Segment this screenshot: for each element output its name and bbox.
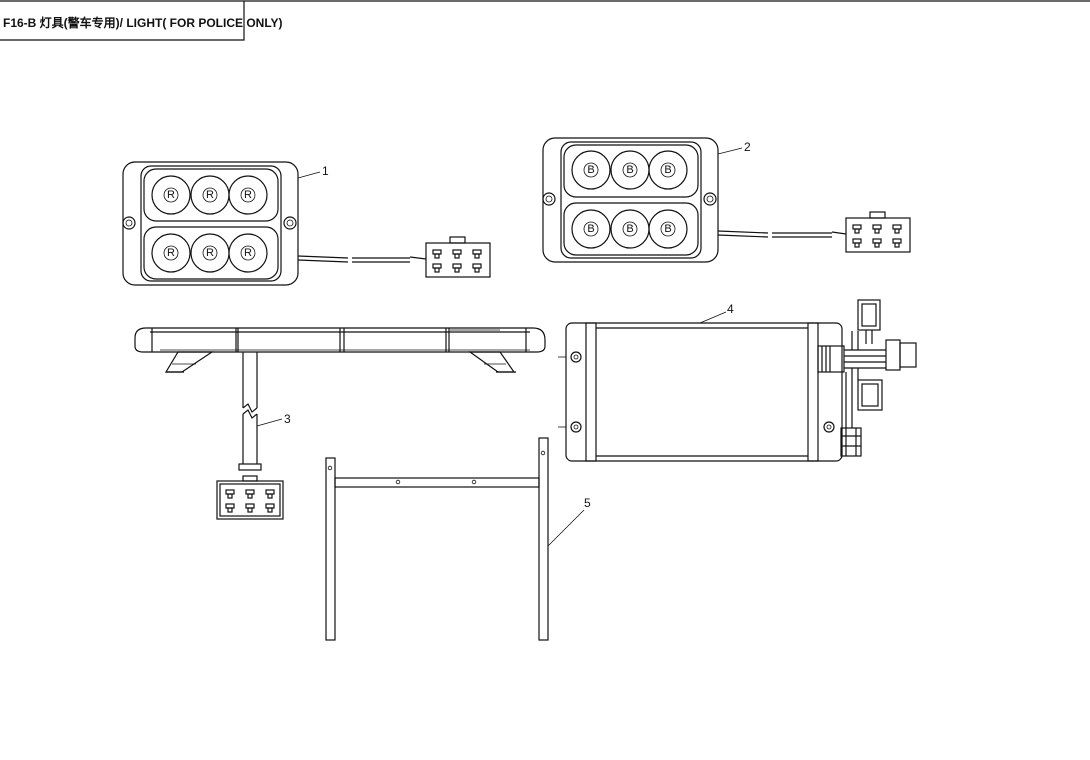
callout-3: 3 <box>284 412 291 426</box>
part-3-light-bar: 3 <box>134 327 546 520</box>
part-1-lens: R <box>151 175 191 215</box>
part-2-connector-pin <box>852 238 862 248</box>
part-1-lens-letter: R <box>167 189 175 201</box>
part-1-lens: R <box>190 233 230 273</box>
part-2-connector-pin <box>892 224 902 234</box>
part-1-connector-pin <box>472 263 482 273</box>
part-3-connector-pin <box>225 503 235 513</box>
callout-5: 5 <box>584 496 591 510</box>
part-2-lens-letter: B <box>626 164 633 176</box>
part-3-connector-pin <box>245 489 255 499</box>
part-1-connector-pin <box>452 249 462 259</box>
part-3-connector-pin <box>265 489 275 499</box>
part-1-connector-pin <box>432 263 442 273</box>
callout-2: 2 <box>744 140 751 154</box>
part-2-lens: B <box>571 150 611 190</box>
part-1-lens-letter: R <box>167 247 175 259</box>
part-2-lens-letter: B <box>664 223 671 235</box>
part-1-connector-pin <box>452 263 462 273</box>
part-2-blue-lamp: B B B B B B 2 <box>542 137 911 263</box>
part-5-bracket: 5 <box>325 437 591 641</box>
part-3-connector-pin <box>225 489 235 499</box>
part-1-lens-letter: R <box>244 247 252 259</box>
callout-4: 4 <box>727 302 734 316</box>
part-1-lens: R <box>228 175 268 215</box>
part-1-lens-letter: R <box>244 189 252 201</box>
part-2-lens: B <box>610 209 650 249</box>
part-2-lens: B <box>571 209 611 249</box>
callout-1: 1 <box>322 164 329 178</box>
part-1-lens-letter: R <box>206 247 214 259</box>
part-2-connector-pin <box>892 238 902 248</box>
part-2-lens: B <box>648 150 688 190</box>
part-1-connector-pin <box>432 249 442 259</box>
part-2-connector-pin <box>852 224 862 234</box>
part-2-connector-pin <box>872 224 882 234</box>
part-1-lens: R <box>190 175 230 215</box>
part-2-lens-letter: B <box>587 164 594 176</box>
part-2-lens-letter: B <box>664 164 671 176</box>
part-4-control-box: 4 <box>558 299 917 462</box>
part-1-red-lamp: R R R R R R 1 <box>122 161 491 286</box>
part-3-connector-pin <box>265 503 275 513</box>
part-3-connector-pin <box>245 503 255 513</box>
part-2-lens-letter: B <box>587 223 594 235</box>
part-2-connector-pin <box>872 238 882 248</box>
part-2-lens: B <box>648 209 688 249</box>
part-2-lens: B <box>610 150 650 190</box>
part-1-lens-letter: R <box>206 189 214 201</box>
part-1-lens: R <box>228 233 268 273</box>
part-2-lens-letter: B <box>626 223 633 235</box>
part-1-connector-pin <box>472 249 482 259</box>
drawing-title: F16-B 灯具(警车专用)/ LIGHT( FOR POLICE ONLY) <box>3 15 283 30</box>
part-1-lens: R <box>151 233 191 273</box>
title-block: F16-B 灯具(警车专用)/ LIGHT( FOR POLICE ONLY) <box>0 0 1090 41</box>
